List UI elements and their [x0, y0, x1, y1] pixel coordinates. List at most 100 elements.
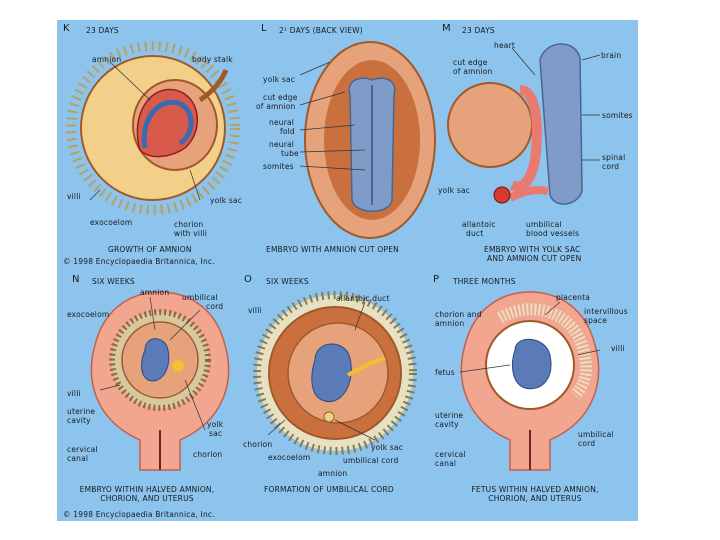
- n-label-uterine-cavity: uterine: [67, 407, 96, 416]
- o-label-chorion: chorion: [243, 440, 273, 449]
- m-label-spinal-cord-2: cord: [602, 162, 620, 171]
- k-label-body-stalk: body stalk: [192, 55, 233, 64]
- n-label-yolk-sac: yolk: [207, 420, 224, 429]
- m-label-umbilical-vessels: umbilical: [526, 220, 562, 229]
- o-label-allantoic-duct: allantoic duct: [336, 294, 390, 303]
- n-caption-2: CHORION, AND UTERUS: [100, 494, 194, 503]
- m-label-heart: heart: [494, 41, 515, 50]
- p-fetus: [512, 338, 552, 390]
- m-label-cut-edge-2: of amnion: [453, 67, 493, 76]
- m-label-spinal-cord: spinal: [602, 153, 626, 162]
- l-label-cut-edge-2: of amnion: [256, 102, 296, 111]
- n-label-amnion: amnion: [140, 288, 170, 297]
- panel-l-letter: L: [261, 23, 267, 34]
- panel-k-title: 23 DAYS: [86, 26, 119, 35]
- n-label-uterine-cavity-2: cavity: [67, 416, 91, 425]
- l-label-cut-edge: cut edge: [263, 93, 298, 102]
- p-label-fetus: fetus: [435, 368, 455, 377]
- n-label-chorion: chorion: [193, 450, 223, 459]
- p-label-placenta: placenta: [556, 293, 591, 302]
- n-label-umbilical-cord-2: cord: [206, 302, 224, 311]
- m-embryo: [539, 43, 583, 205]
- o-embryo: [311, 343, 352, 403]
- m-yolk-sac: [447, 82, 533, 168]
- l-label-neural-tube: neural: [269, 140, 295, 149]
- n-label-cervical-canal: cervical: [67, 445, 98, 454]
- m-label-allantoic-duct: allantoic: [462, 220, 496, 229]
- copyright-top: © 1998 Encyclopaedia Britannica, Inc.: [63, 257, 215, 266]
- p-label-intervillous-2: space: [584, 316, 608, 325]
- p-label-intervillous: intervillous: [584, 307, 628, 316]
- m-label-cut-edge: cut edge: [453, 58, 488, 67]
- m-label-brain: brain: [601, 51, 622, 60]
- l-label-yolk-sac: yolk sac: [263, 75, 296, 84]
- panel-l-title: 2¹ DAYS (BACK VIEW): [279, 26, 363, 35]
- copyright-bottom: © 1998 Encyclopaedia Britannica, Inc.: [63, 510, 215, 519]
- panel-k-letter: K: [63, 23, 70, 34]
- o-label-exocoelom: exocoelom: [268, 453, 311, 462]
- m-umbilical-vessels: [493, 186, 511, 204]
- o-umbilical-cord: [346, 356, 386, 377]
- k-body-stalk: [198, 69, 229, 103]
- panel-l-illustration: [299, 41, 436, 239]
- o-label-umbilical-cord: umbilical cord: [343, 456, 399, 465]
- m-label-somites: somites: [602, 111, 633, 120]
- o-label-villi: villi: [248, 306, 262, 315]
- o-yolk-sac: [323, 411, 335, 423]
- l-label-somites: somites: [263, 162, 294, 171]
- o-label-amnion: amnion: [318, 469, 348, 478]
- k-caption: GROWTH OF AMNION: [108, 245, 192, 254]
- l-caption: EMBRYO WITH AMNION CUT OPEN: [266, 245, 399, 254]
- k-label-yolk-sac: yolk sac: [210, 196, 243, 205]
- p-label-cervical-canal-2: canal: [435, 459, 457, 468]
- p-label-umbilical-cord-2: cord: [578, 439, 596, 448]
- k-villi-ring: [66, 41, 240, 215]
- m-caption-2: AND AMNION CUT OPEN: [487, 254, 582, 263]
- o-label-yolk-sac: yolk sac: [371, 443, 404, 452]
- p-label-chorion-amnion-2: amnion: [435, 319, 465, 328]
- n-embryo: [141, 338, 170, 382]
- panel-k-illustration: [66, 41, 240, 215]
- p-label-cervical-canal: cervical: [435, 450, 466, 459]
- n-yolk-sac: [172, 360, 184, 372]
- p-label-uterine-cavity-2: cavity: [435, 420, 459, 429]
- l-label-neural-fold: neural: [269, 118, 295, 127]
- k-label-villi: villi: [67, 192, 81, 201]
- k-label-exocoelom: exocoelom: [90, 218, 133, 227]
- n-label-umbilical-cord: umbilical: [182, 293, 218, 302]
- p-caption: FETUS WITHIN HALVED AMNION,: [471, 485, 599, 494]
- n-label-villi: villi: [67, 389, 81, 398]
- n-label-exocoelom: exocoelom: [67, 310, 110, 319]
- p-label-umbilical-cord: umbilical: [578, 430, 614, 439]
- panel-n-letter: N: [72, 274, 80, 285]
- panel-p-title: THREE MONTHS: [453, 277, 516, 286]
- panel-p-illustration: [459, 291, 601, 471]
- panel-o-letter: O: [244, 274, 253, 285]
- m-heart-tube: [509, 85, 542, 192]
- n-label-cervical-canal-2: canal: [67, 454, 89, 463]
- panel-n-illustration: [90, 291, 230, 471]
- m-label-allantoic-duct-2: duct: [466, 229, 484, 238]
- panel-m-illustration: [447, 43, 601, 205]
- p-placenta: [496, 303, 592, 400]
- o-caption: FORMATION OF UMBILICAL CORD: [264, 485, 394, 494]
- m-caption: EMBRYO WITH YOLK SAC: [484, 245, 581, 254]
- panel-o-title: SIX WEEKS: [266, 277, 309, 286]
- p-caption-2: CHORION, AND UTERUS: [488, 494, 582, 503]
- p-label-chorion-amnion: chorion and: [435, 310, 482, 319]
- k-label-chorion: chorion: [174, 220, 204, 229]
- k-embryo: [141, 99, 194, 149]
- l-label-neural-fold-2: fold: [280, 127, 295, 136]
- n-label-yolk-sac-2: sac: [209, 429, 223, 438]
- l-label-neural-tube-2: tube: [281, 149, 299, 158]
- panel-m-title: 23 DAYS: [462, 26, 495, 35]
- panel-n-title: SIX WEEKS: [92, 277, 135, 286]
- panel-m-letter: M: [442, 23, 451, 34]
- m-label-yolk-sac: yolk sac: [438, 186, 471, 195]
- k-label-amnion: amnion: [92, 55, 122, 64]
- p-label-villi: villi: [611, 344, 625, 353]
- panel-o-illustration: [253, 291, 417, 455]
- p-label-uterine-cavity: uterine: [435, 411, 464, 420]
- k-label-chorion-2: with villi: [174, 229, 208, 238]
